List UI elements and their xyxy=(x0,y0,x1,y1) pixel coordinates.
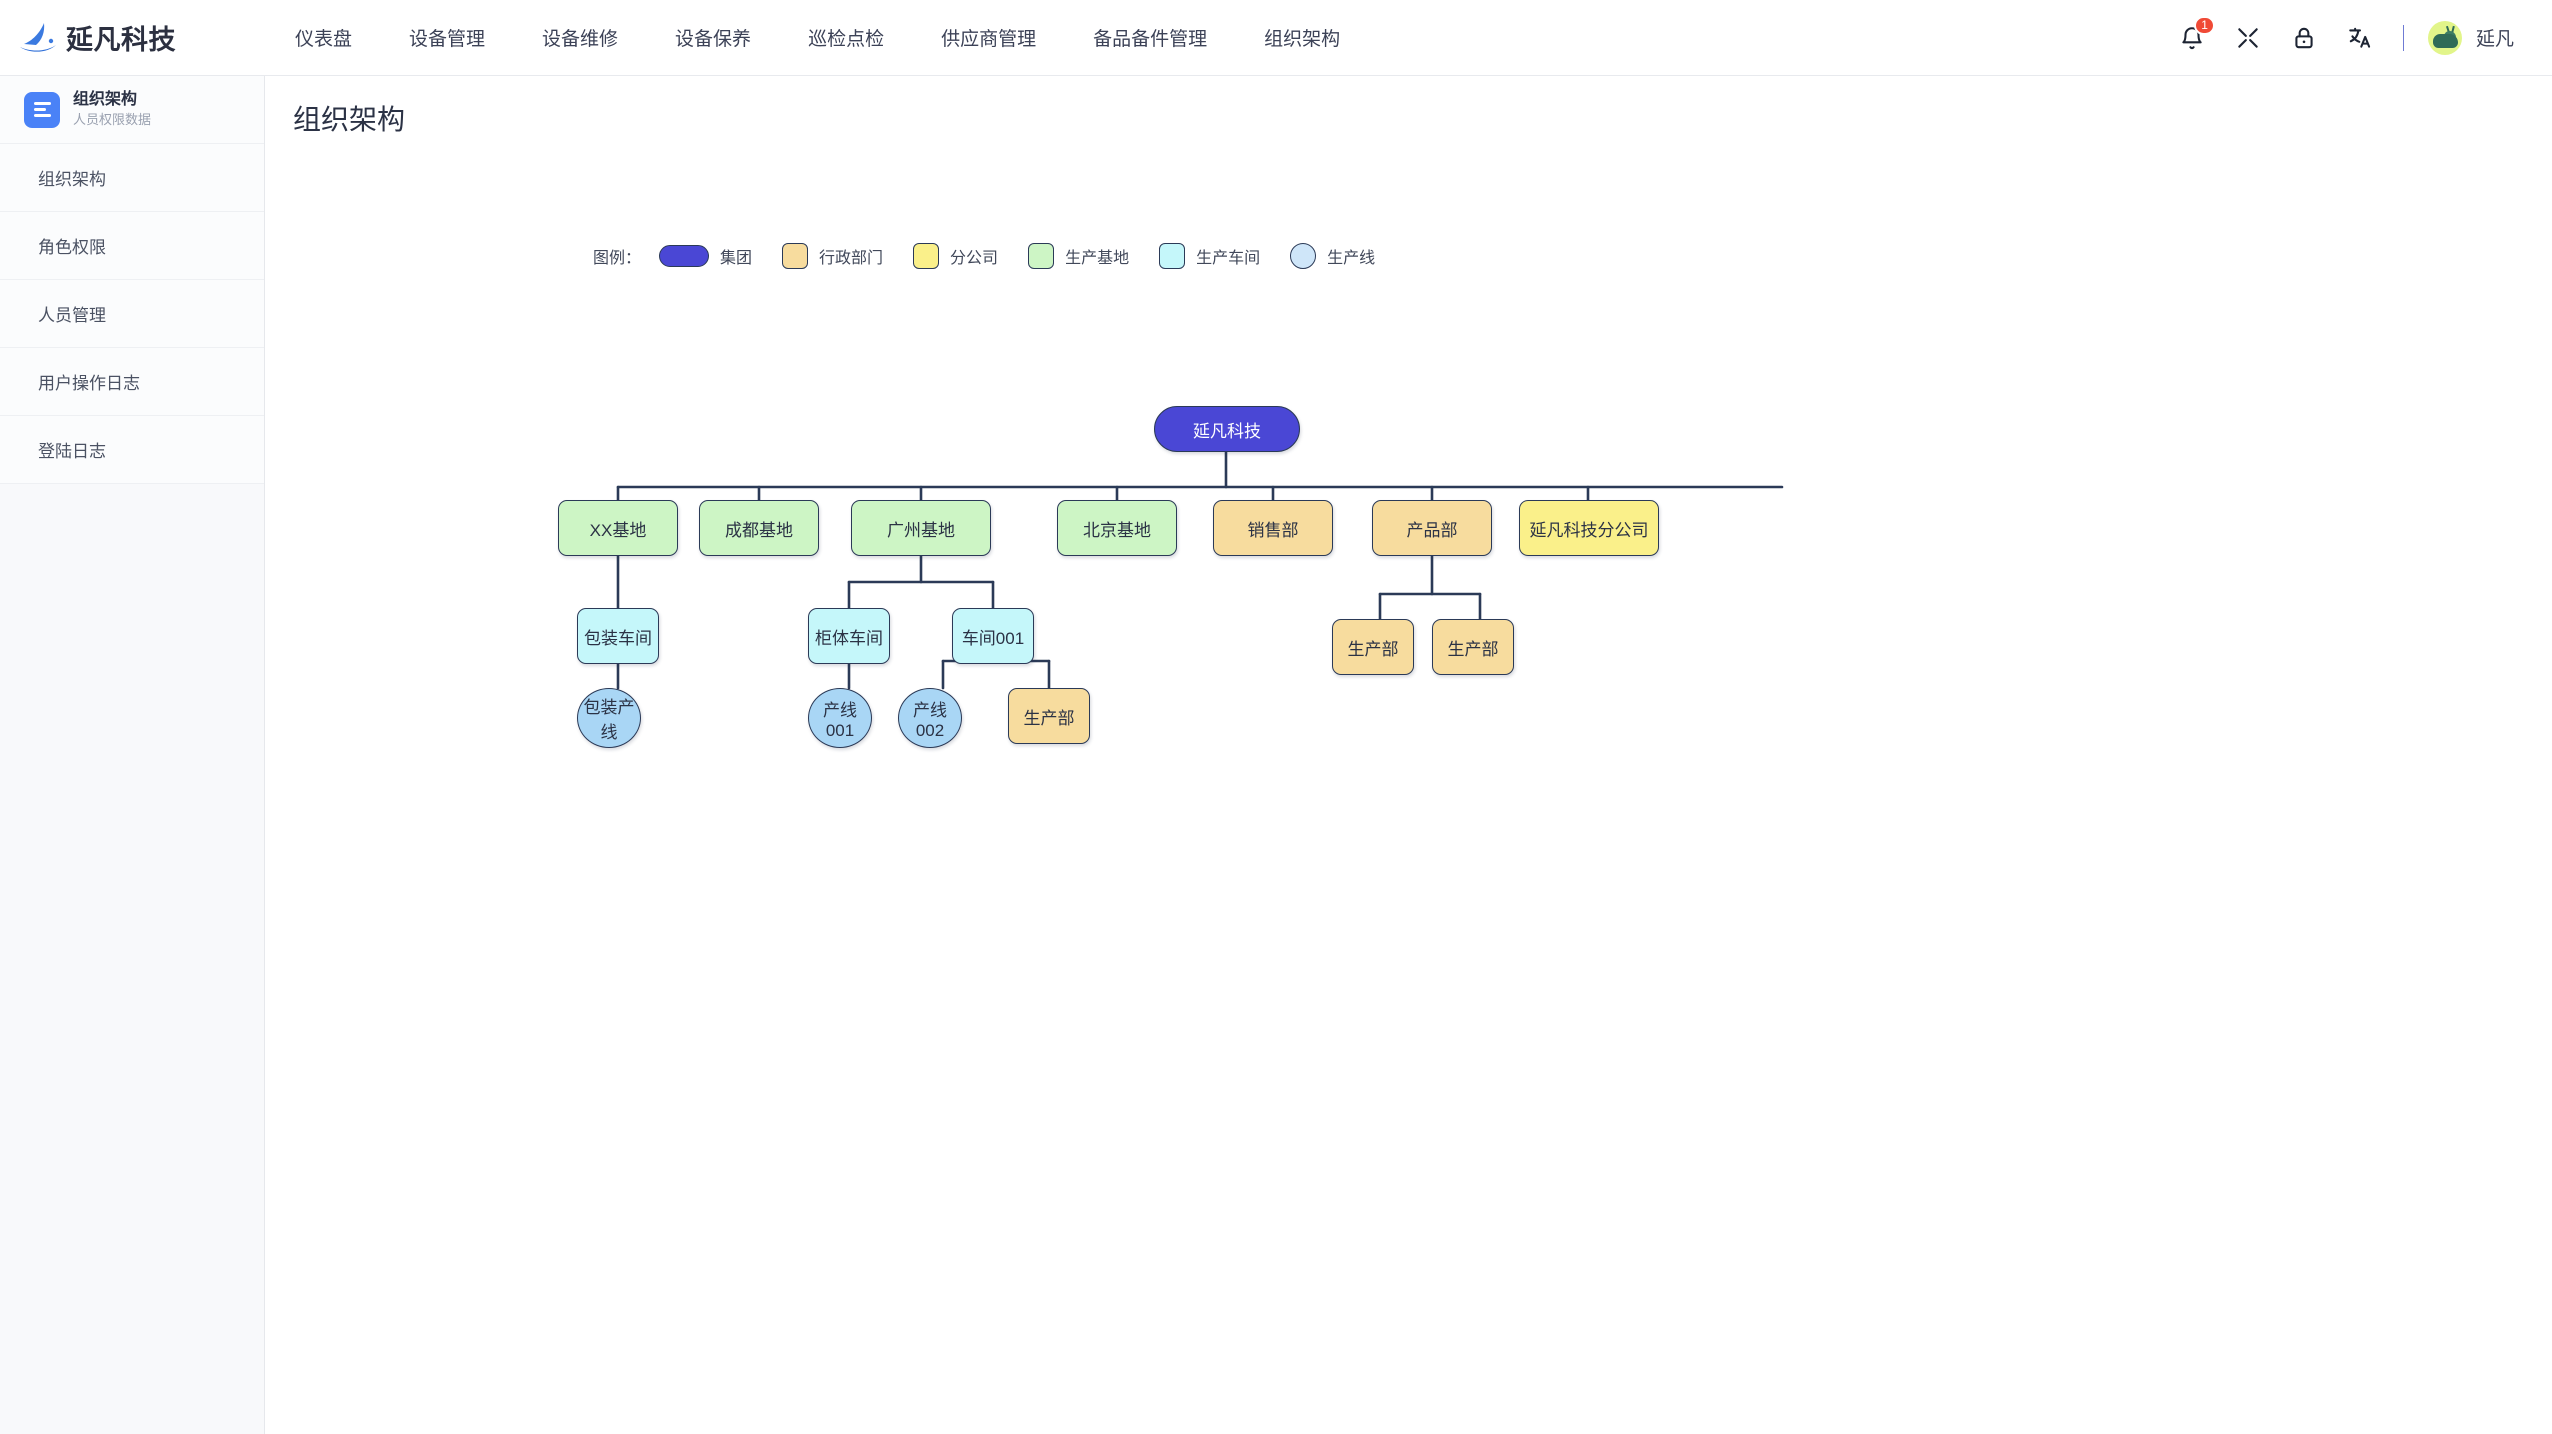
org-node-xx-base[interactable]: XX基地 xyxy=(558,500,678,556)
header-actions: 1 延凡 xyxy=(2179,15,2552,55)
legend-text-base: 生产基地 xyxy=(1065,250,1130,267)
org-node-beijing-base[interactable]: 北京基地 xyxy=(1057,500,1177,556)
sidebar-item-personnel[interactable]: 人员管理 xyxy=(0,280,264,348)
legend: 图例： 集团 行政部门 分公司 生产基地 生产车间 生产线 xyxy=(593,243,1405,269)
logo[interactable]: 延凡科技 xyxy=(0,18,240,57)
org-node-line-001[interactable]: 产线001 xyxy=(808,688,872,748)
legend-swatch-group xyxy=(659,245,710,267)
legend-item-base: 生产基地 xyxy=(1028,243,1129,269)
avatar xyxy=(2427,20,2462,55)
org-node-workshop-001[interactable]: 车间001 xyxy=(952,608,1034,664)
org-node-line-002[interactable]: 产线002 xyxy=(898,688,962,748)
org-node-production-dept-2[interactable]: 生产部 xyxy=(1432,619,1514,675)
legend-swatch-admin-dept xyxy=(782,243,809,269)
app-header: 延凡科技 仪表盘 设备管理 设备维修 设备保养 巡检点检 供应商管理 备品备件管… xyxy=(0,0,2552,76)
logo-icon xyxy=(20,22,56,52)
sidebar-header: 组织架构 人员权限数据 xyxy=(0,76,264,144)
logo-text: 延凡科技 xyxy=(66,25,176,55)
user-menu[interactable]: 延凡 xyxy=(2427,20,2514,55)
org-node-packaging-workshop[interactable]: 包装车间 xyxy=(577,608,659,664)
legend-swatch-base xyxy=(1028,243,1055,269)
org-node-production-dept-1[interactable]: 生产部 xyxy=(1332,619,1414,675)
notification-badge: 1 xyxy=(2194,15,2215,35)
nav-item-dashboard[interactable]: 仪表盘 xyxy=(295,29,353,50)
sidebar-title: 组织架构 xyxy=(73,91,138,109)
legend-text-workshop: 生产车间 xyxy=(1196,250,1261,267)
legend-item-line: 生产线 xyxy=(1290,243,1375,269)
legend-item-workshop: 生产车间 xyxy=(1159,243,1260,269)
org-chart-connectors xyxy=(616,449,1784,690)
org-node-root[interactable]: 延凡科技 xyxy=(1154,406,1300,452)
fullscreen-icon[interactable] xyxy=(2235,25,2261,51)
sidebar-item-organization[interactable]: 组织架构 xyxy=(0,144,264,212)
org-node-cabinet-workshop[interactable]: 柜体车间 xyxy=(808,608,890,664)
legend-swatch-workshop xyxy=(1159,243,1186,269)
nav-item-inspection[interactable]: 巡检点检 xyxy=(808,29,885,50)
legend-item-group: 集团 xyxy=(659,244,752,268)
nav-item-equipment[interactable]: 设备管理 xyxy=(409,29,486,50)
legend-text-admin-dept: 行政部门 xyxy=(819,250,884,267)
bell-icon[interactable]: 1 xyxy=(2179,15,2215,51)
nav-item-organization[interactable]: 组织架构 xyxy=(1264,29,1341,50)
legend-text-branch: 分公司 xyxy=(950,250,999,267)
nav-item-maintenance[interactable]: 设备保养 xyxy=(675,29,752,50)
org-chart: 延凡科技 XX基地 成都基地 广州基地 北京基地 销售部 产品部 延凡科技分公司… xyxy=(266,76,2552,1176)
main-nav: 仪表盘 设备管理 设备维修 设备保养 巡检点检 供应商管理 备品备件管理 组织架… xyxy=(295,24,1340,51)
user-name: 延凡 xyxy=(2475,29,2514,50)
header-divider xyxy=(2402,24,2404,51)
org-node-branch-company[interactable]: 延凡科技分公司 xyxy=(1519,500,1659,556)
org-node-guangzhou-base[interactable]: 广州基地 xyxy=(851,500,991,556)
sidebar-subtitle: 人员权限数据 xyxy=(73,112,152,128)
nav-item-repair[interactable]: 设备维修 xyxy=(542,29,619,50)
legend-swatch-line xyxy=(1290,243,1317,269)
legend-item-branch: 分公司 xyxy=(913,243,998,269)
nav-item-supplier[interactable]: 供应商管理 xyxy=(941,29,1037,50)
legend-swatch-branch xyxy=(913,243,940,269)
translate-icon[interactable] xyxy=(2347,25,2373,51)
org-node-product-dept[interactable]: 产品部 xyxy=(1372,500,1492,556)
main-content: 组织架构 图例： 集团 行政部门 分公司 生产基地 生产车间 生产线 xyxy=(266,76,2552,1434)
sidebar-item-roles[interactable]: 角色权限 xyxy=(0,212,264,280)
legend-text-line: 生产线 xyxy=(1327,250,1376,267)
legend-text-group: 集团 xyxy=(720,250,753,267)
sidebar-item-operation-log[interactable]: 用户操作日志 xyxy=(0,348,264,416)
org-node-chengdu-base[interactable]: 成都基地 xyxy=(699,500,819,556)
org-node-sales-dept[interactable]: 销售部 xyxy=(1213,500,1333,556)
organization-icon xyxy=(24,91,60,128)
lock-icon[interactable] xyxy=(2291,25,2317,51)
sidebar: 组织架构 人员权限数据 组织架构 角色权限 人员管理 用户操作日志 登陆日志 xyxy=(0,76,265,1434)
nav-item-spareparts[interactable]: 备品备件管理 xyxy=(1093,29,1208,50)
org-node-production-dept-3[interactable]: 生产部 xyxy=(1008,688,1090,744)
page-title: 组织架构 xyxy=(293,104,406,135)
org-node-packaging-line[interactable]: 包装产线 xyxy=(577,688,641,748)
legend-label: 图例： xyxy=(593,250,642,267)
sidebar-item-login-log[interactable]: 登陆日志 xyxy=(0,416,264,484)
legend-item-admin-dept: 行政部门 xyxy=(782,243,883,269)
